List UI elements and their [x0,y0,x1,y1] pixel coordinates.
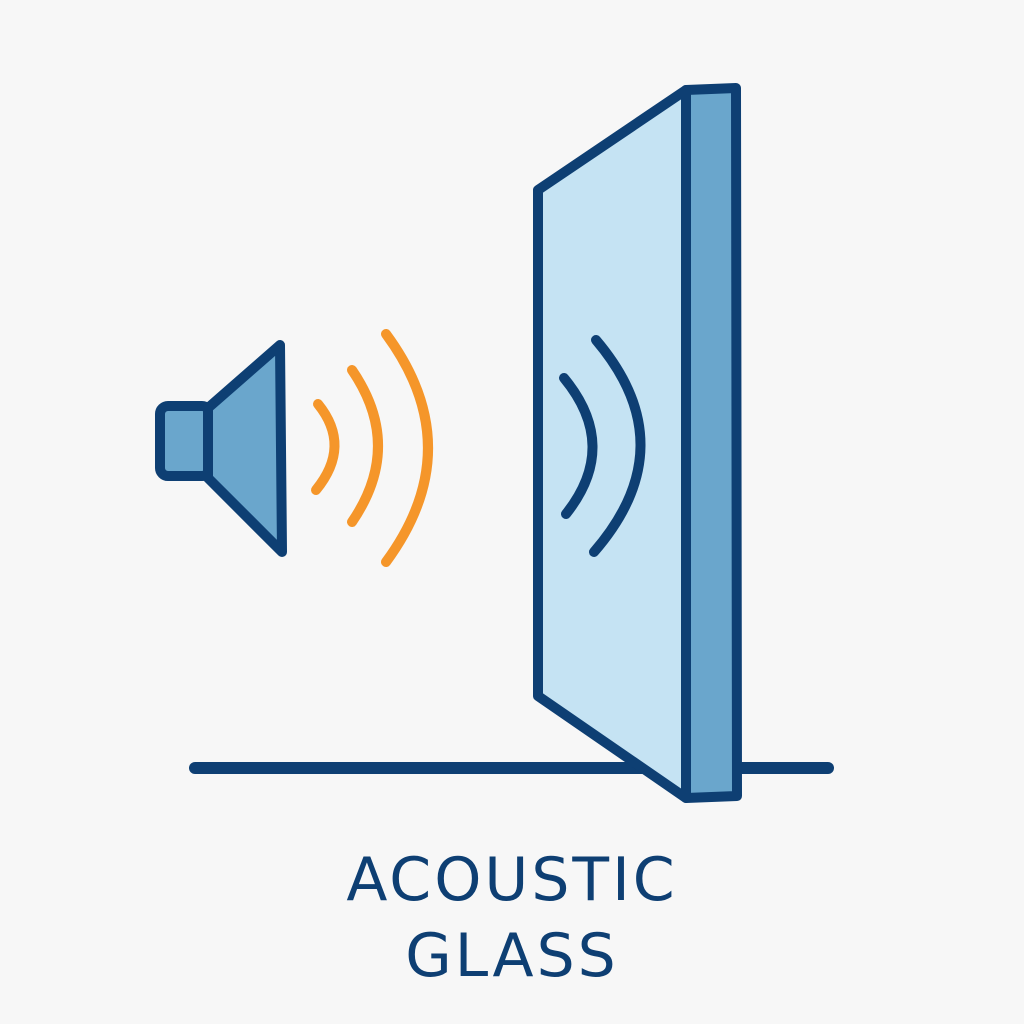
transmitted-wave-outer [589,335,646,557]
speaker-body [155,401,215,481]
speaker-icon [155,340,287,557]
glass-panel-icon [533,83,742,803]
glass-face [533,85,691,803]
speaker-cone [203,340,287,557]
transmitted-wave-inner [559,373,598,519]
caption-line-2: GLASS [405,921,619,991]
sound-waves-icon [311,329,433,567]
glass-edge [681,83,742,803]
sound-wave-large [381,329,433,567]
sound-wave-small [311,399,340,495]
transmitted-waves-icon [559,335,646,557]
sound-wave-medium [347,365,383,527]
caption-line-1: ACOUSTIC [346,845,678,915]
